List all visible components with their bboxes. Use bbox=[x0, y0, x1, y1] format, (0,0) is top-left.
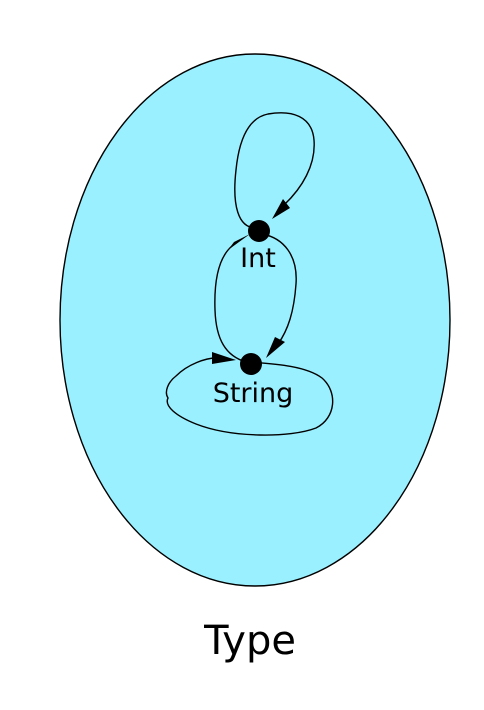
int-node-label: Int bbox=[240, 243, 276, 274]
string-self-loop-edge bbox=[165, 357, 334, 436]
string-node-label: String bbox=[213, 378, 294, 409]
int-self-loop-arrowhead bbox=[272, 199, 290, 219]
int-node-dot bbox=[248, 220, 270, 242]
int-self-loop-edge bbox=[234, 112, 315, 229]
int-to-string-edge bbox=[261, 233, 297, 345]
string-to-int-arrowhead bbox=[228, 234, 250, 250]
category-ellipse bbox=[59, 53, 451, 587]
category-label: Type bbox=[203, 618, 296, 664]
string-self-loop-arrowhead bbox=[212, 352, 236, 364]
string-node-dot bbox=[240, 353, 262, 375]
int-to-string-arrowhead bbox=[266, 337, 285, 358]
string-to-int-edge bbox=[214, 245, 247, 363]
